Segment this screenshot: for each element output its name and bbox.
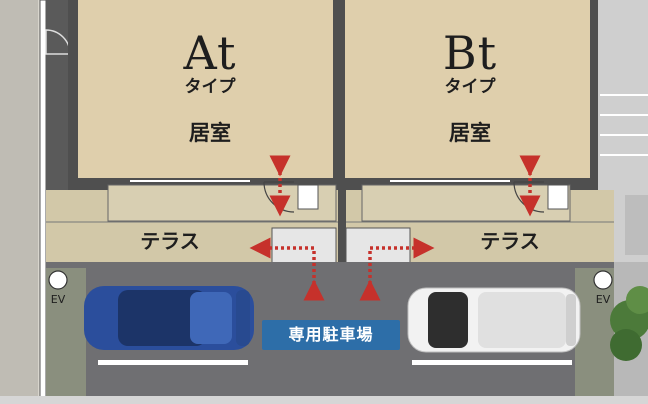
car-white — [407, 287, 581, 353]
unit-bt-room-label: 居室 — [449, 120, 491, 145]
ev-right-icon — [593, 270, 613, 290]
unit-bt-type: Bt — [442, 26, 498, 80]
unit-at-type-suffix: タイプ — [184, 77, 236, 97]
unit-bt-room — [345, 0, 590, 178]
unit-at-type: At — [183, 26, 237, 80]
ev-left-icon — [48, 270, 68, 290]
unit-at-room-label: 居室 — [189, 120, 231, 145]
car-blue — [84, 286, 254, 350]
ev-right-label: EV — [595, 293, 611, 306]
unit-at-room — [78, 0, 333, 178]
unit-at-terrace-label: テラス — [140, 229, 200, 253]
ev-left-label: EV — [50, 293, 66, 306]
arrow-at-entry — [249, 237, 325, 301]
unit-bt-terrace-label: テラス — [480, 229, 540, 253]
arrow-bt-entry — [359, 237, 435, 301]
parking-label: 専用駐車場 — [262, 320, 400, 350]
unit-bt-type-suffix: タイプ — [444, 77, 496, 97]
